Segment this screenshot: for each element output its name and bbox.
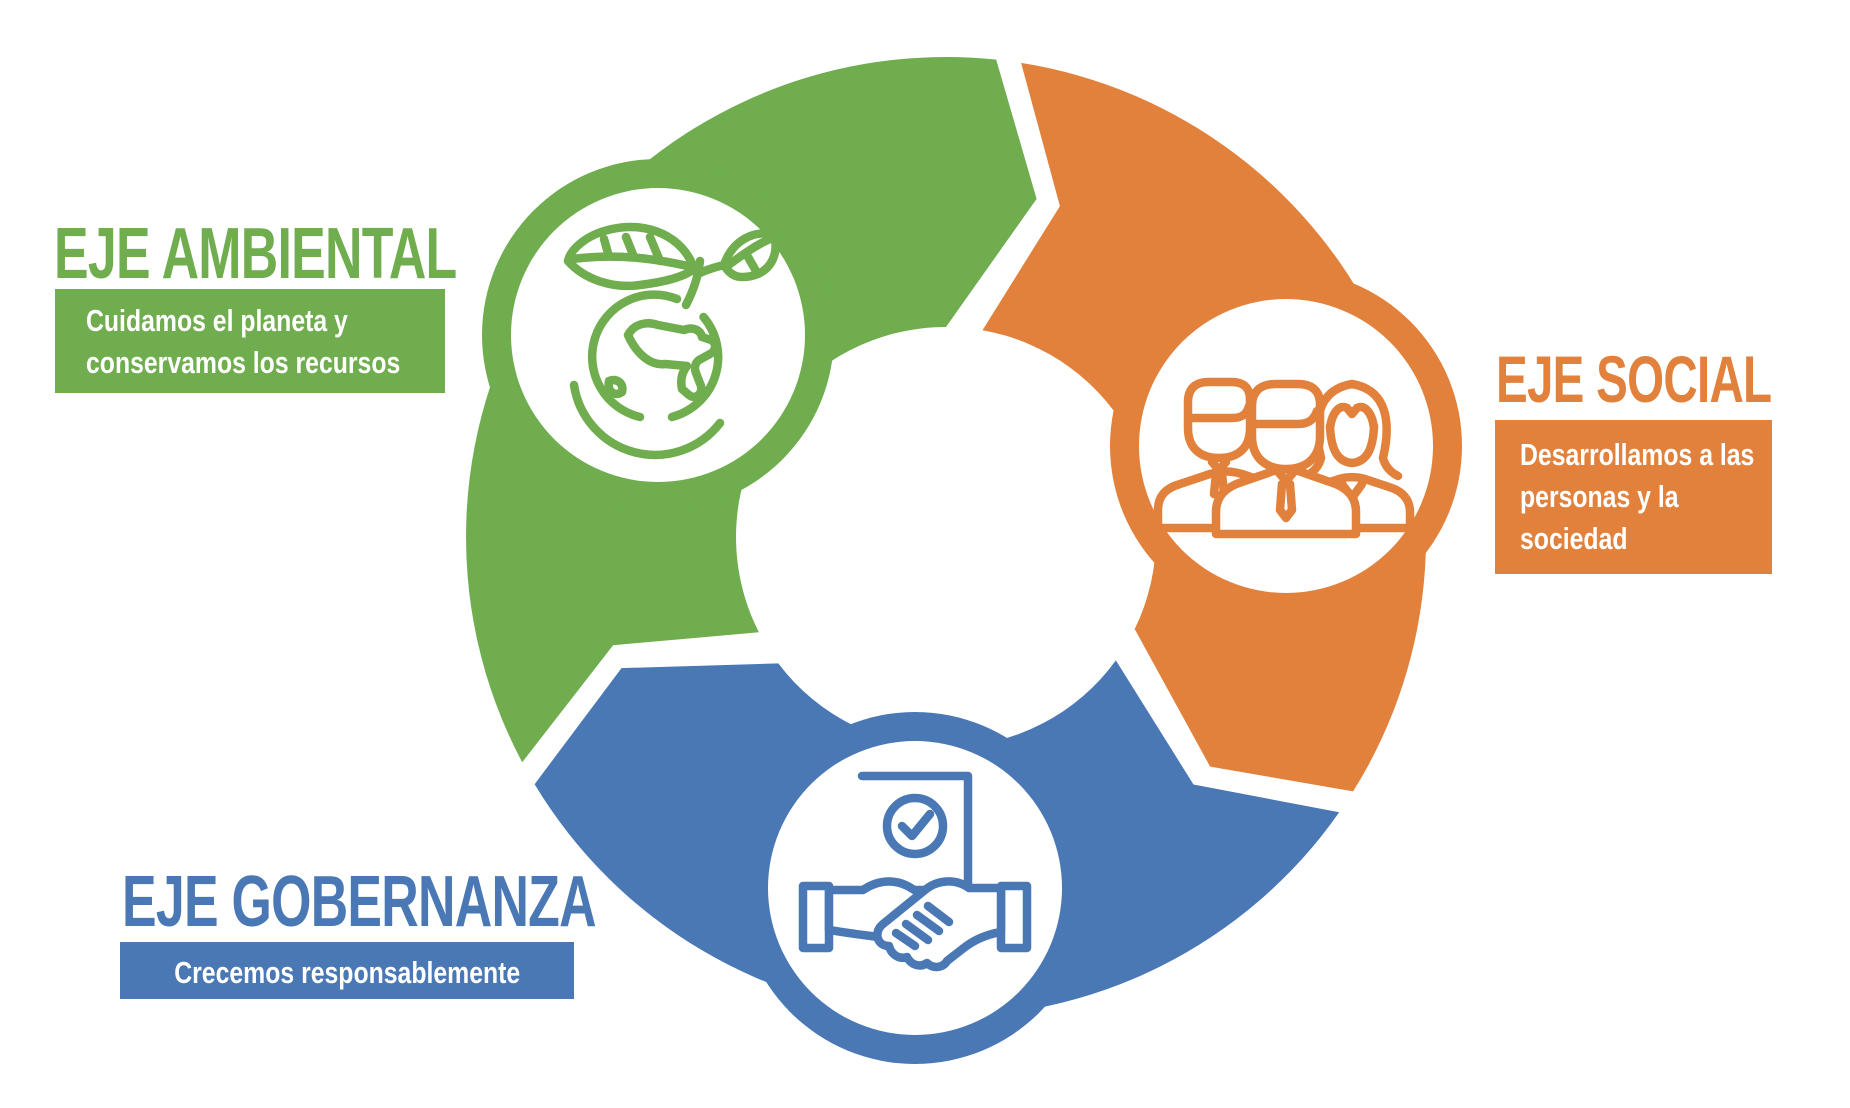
segment-group-ambiental xyxy=(466,56,1037,763)
continent-shape xyxy=(623,319,720,402)
globe-outline xyxy=(587,290,682,422)
left-cuff xyxy=(798,881,834,953)
description-line: conservamos los recursos xyxy=(86,345,401,380)
social-title: EJE SOCIAL xyxy=(1496,342,1772,416)
leaf-vein xyxy=(743,252,761,276)
globe-outline xyxy=(667,312,723,422)
finger-line xyxy=(923,901,954,927)
description-line: Desarrollamos a las xyxy=(1520,437,1755,472)
finger-line xyxy=(912,910,944,936)
social-description-box: Desarrollamos a las personas y la socied… xyxy=(1495,420,1772,574)
woman-hair xyxy=(1301,379,1403,481)
person-center xyxy=(1211,379,1361,539)
handshake-agreement-icon xyxy=(798,771,1032,972)
leaf-large xyxy=(563,222,699,291)
panel-gobernanza: EJE GOBERNANZA xyxy=(122,866,780,938)
finger-line xyxy=(891,928,920,951)
eco-planet-icon xyxy=(563,222,780,460)
person-center-hairline xyxy=(1249,406,1322,429)
person-center-tie xyxy=(1274,468,1298,523)
plant-stem xyxy=(681,256,705,310)
leaf-vein xyxy=(599,234,613,258)
ambiental-title: EJE AMBIENTAL xyxy=(54,214,457,294)
description-line: sociedad xyxy=(1520,521,1628,556)
globe-swoosh xyxy=(569,380,725,460)
woman-fringe xyxy=(1325,402,1379,433)
continent-small xyxy=(604,375,627,399)
check-mark xyxy=(897,809,935,841)
finger-line xyxy=(901,919,933,945)
people-group-icon xyxy=(1153,377,1415,539)
gobernanza-description-box: Crecemos responsablemente xyxy=(120,942,574,999)
panel-social: EJE SOCIAL xyxy=(1496,346,1850,412)
ambiental-description-box: Cuidamos el planeta y conservamos los re… xyxy=(55,289,445,393)
panel-ambiental: EJE AMBIENTAL xyxy=(54,218,613,290)
woman-face xyxy=(1325,421,1379,468)
leaf-vein xyxy=(621,232,639,262)
leaf-small xyxy=(719,229,780,282)
leaf-vein xyxy=(645,232,665,266)
description-line: Crecemos responsablemente xyxy=(174,955,520,990)
gobernanza-title: EJE GOBERNANZA xyxy=(122,862,597,942)
description-line: Cuidamos el planeta y xyxy=(86,303,348,338)
leaf-small-midrib xyxy=(721,234,775,272)
description-line: personas y la xyxy=(1520,479,1679,514)
